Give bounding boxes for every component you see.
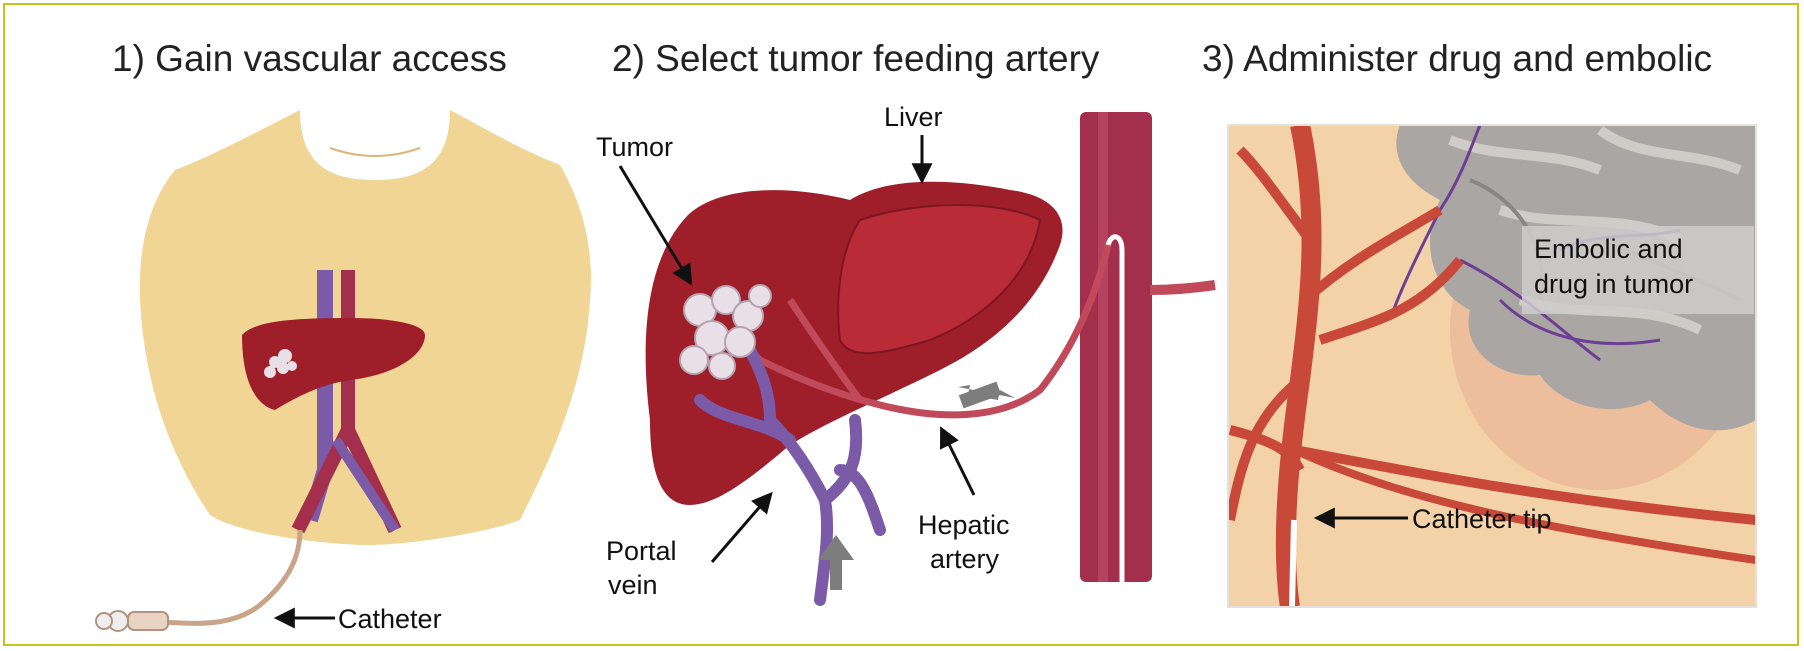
- catheter-tip-label: Catheter tip: [1412, 504, 1552, 534]
- portal-vein-arrow: [712, 495, 770, 562]
- panel-3-illustration: Embolic and drug in tumor Catheter tip: [1228, 125, 1756, 607]
- panel-1-illustration: Catheter: [96, 110, 591, 634]
- tumor-arrow: [620, 166, 690, 282]
- liver-label: Liver: [884, 102, 943, 132]
- catheter-line: [165, 530, 300, 623]
- embolic-label-line2: drug in tumor: [1534, 269, 1693, 299]
- catheter-hub: [96, 611, 168, 631]
- hepatic-artery-arrow: [942, 430, 974, 495]
- catheter-in-artery: [1292, 520, 1294, 607]
- catheter-label: Catheter: [338, 604, 442, 634]
- hepatic-artery-label-line2: artery: [930, 544, 1000, 574]
- hepatic-artery-label-line1: Hepatic: [918, 510, 1010, 540]
- embolic-label-line1: Embolic and: [1534, 234, 1683, 264]
- aorta: [1080, 112, 1152, 582]
- tumor-label: Tumor: [596, 132, 673, 162]
- portal-vein-label-line2: vein: [608, 570, 658, 600]
- panel-2-illustration: Tumor Liver Portal vein Hepatic artery: [596, 102, 1215, 600]
- portal-vein-label-line1: Portal: [606, 536, 677, 566]
